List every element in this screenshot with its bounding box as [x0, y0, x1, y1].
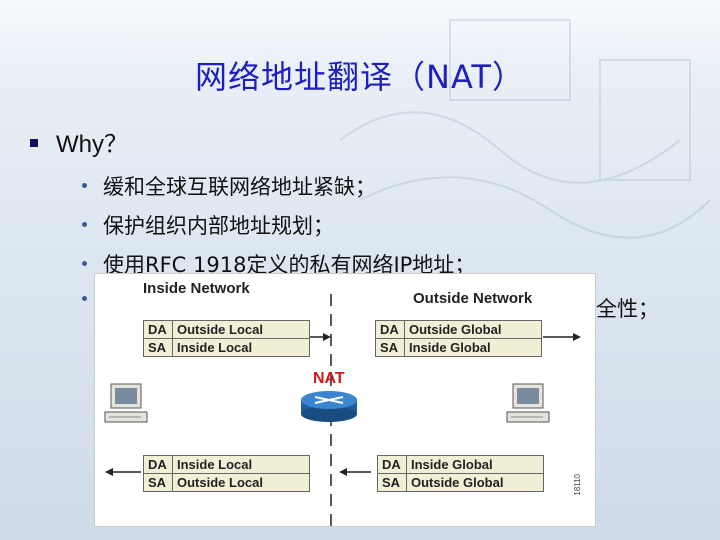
- dot-bullet-icon: [82, 296, 87, 301]
- sub-bullet-text-partial: 全性；: [596, 297, 659, 321]
- sub-bullet-text: 缓和全球互联网络地址紧缺；: [103, 175, 376, 199]
- background-decoration: [339, 19, 711, 239]
- inside-network-label: Inside Network: [143, 280, 250, 297]
- table-value: Outside Global: [404, 320, 542, 339]
- sub-bullet-text: 保护组织内部地址规划；: [103, 214, 334, 238]
- dot-bullet-icon: [82, 183, 87, 188]
- table-value: Outside Global: [406, 473, 544, 492]
- sub-bullet: 使用RFC 1918定义的私有网络IP地址；: [82, 249, 475, 279]
- table-key: SA: [143, 473, 173, 492]
- main-bullet: Why？: [30, 124, 128, 159]
- outside-network-label: Outside Network: [413, 290, 533, 307]
- nat-diagram: Inside Network Outside Network NAT 18110…: [95, 274, 595, 526]
- diagram-graphics: [104, 294, 581, 526]
- slide-title: 网络地址翻译（NAT）: [195, 58, 525, 96]
- slide-header-background: [0, 0, 720, 110]
- table-key: DA: [377, 455, 407, 474]
- table-key: SA: [377, 473, 407, 492]
- sub-bullet: 缓和全球互联网络地址紧缺；: [82, 171, 376, 201]
- table-value: Inside Global: [406, 455, 544, 474]
- arrow-icon: [339, 468, 371, 476]
- dot-bullet-icon: [82, 222, 87, 227]
- dot-bullet-icon: [82, 261, 87, 266]
- sub-bullet-text: 使用RFC 1918定义的私有网络IP地址；: [103, 253, 476, 277]
- arrow-icon: [543, 333, 581, 341]
- arrow-icon: [105, 468, 141, 476]
- square-bullet-icon: [30, 139, 38, 147]
- computer-icon: [506, 383, 550, 423]
- main-bullet-text: Why？: [56, 131, 128, 158]
- table-key: DA: [143, 320, 173, 339]
- nat-label: NAT: [313, 370, 345, 387]
- table-key: SA: [143, 338, 173, 357]
- computer-icon: [104, 383, 148, 423]
- sub-bullet: 保护组织内部地址规划；: [82, 210, 334, 240]
- table-value: Outside Local: [172, 320, 310, 339]
- router-icon: [301, 391, 357, 422]
- sub-bullet: [82, 288, 103, 312]
- table-value: Outside Local: [172, 473, 310, 492]
- table-key: DA: [143, 455, 173, 474]
- table-key: SA: [375, 338, 405, 357]
- table-value: Inside Local: [172, 455, 310, 474]
- table-value: Inside Local: [172, 338, 310, 357]
- table-key: DA: [375, 320, 405, 339]
- figure-code: 18110: [573, 474, 582, 496]
- table-value: Inside Global: [404, 338, 542, 357]
